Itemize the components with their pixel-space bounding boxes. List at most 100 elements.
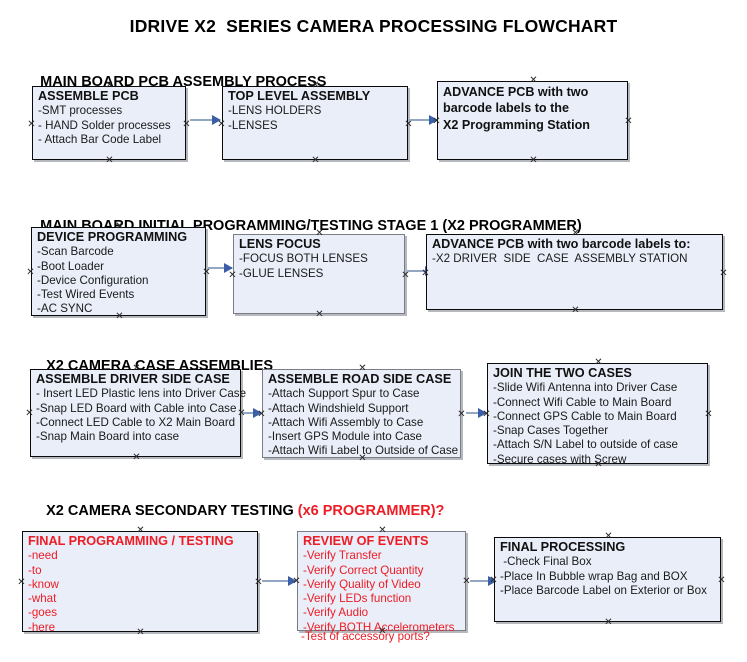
resize-handle-bottom[interactable] [571, 306, 580, 315]
page-title: IDRIVE X2 SERIES CAMERA PROCESSING FLOWC… [129, 16, 618, 36]
node-line: -Device Configuration [37, 273, 149, 287]
section-heading-text: X2 CAMERA SECONDARY TESTING [46, 503, 298, 519]
node-body: ADVANCE PCB with two barcode labels to: … [427, 235, 722, 269]
resize-handle-top[interactable] [315, 229, 324, 238]
resize-handle-top[interactable] [571, 229, 580, 238]
node-body: TOP LEVEL ASSEMBLY -LENS HOLDERS -LENSES [223, 87, 407, 135]
node-line: -Verify Audio [303, 606, 369, 620]
node-title: JOIN THE TWO CASES [493, 366, 632, 380]
resize-handle-top[interactable] [358, 364, 367, 373]
node-body: ASSEMBLE ROAD SIDE CASE -Attach Support … [263, 370, 460, 461]
resize-handle-left[interactable] [489, 576, 498, 585]
resize-handle-top[interactable] [311, 81, 320, 90]
resize-handle-right[interactable] [719, 269, 728, 278]
resize-handle-right[interactable] [624, 117, 633, 126]
node-advance-pcb-driver-side-case[interactable]: ADVANCE PCB with two barcode labels to: … [426, 234, 723, 310]
node-line: -Insert GPS Module into Case [268, 430, 423, 444]
node-line: -here [28, 620, 56, 634]
resize-handle-left[interactable] [432, 117, 441, 126]
node-line: -Connect Wifi Cable to Main Board [493, 395, 672, 409]
resize-handle-left[interactable] [292, 577, 301, 586]
resize-handle-top[interactable] [105, 81, 114, 90]
node-line: -Attach S/N Label to outside of case [493, 438, 678, 452]
resize-handle-bottom[interactable] [311, 156, 320, 165]
resize-handle-bottom[interactable] [105, 156, 114, 165]
node-line: -Snap Main Board into case [36, 430, 180, 444]
node-top-level-assembly[interactable]: TOP LEVEL ASSEMBLY -LENS HOLDERS -LENSES [222, 86, 408, 160]
resize-handle-right[interactable] [404, 120, 413, 129]
resize-handle-bottom[interactable] [132, 453, 141, 462]
node-device-programming[interactable]: DEVICE PROGRAMMING -Scan Barcode -Boot L… [31, 227, 206, 316]
resize-handle-bottom[interactable] [604, 618, 613, 627]
resize-handle-bottom[interactable] [594, 460, 603, 469]
connector-arrow [262, 576, 297, 586]
node-line: -Place Barcode Label on Exterior or Box [500, 583, 707, 597]
resize-handle-left[interactable] [17, 578, 26, 587]
node-line: -LENS HOLDERS [228, 104, 322, 118]
resize-handle-top[interactable] [604, 532, 613, 541]
resize-handle-right[interactable] [704, 410, 713, 419]
node-lens-focus[interactable]: LENS FOCUS -FOCUS BOTH LENSES -GLUE LENS… [233, 234, 405, 314]
node-advance-pcb-programming-station[interactable]: ADVANCE PCB with two barcode labels to t… [437, 81, 628, 160]
node-title: FINAL PROGRAMMING / TESTING [28, 534, 234, 548]
resize-handle-top[interactable] [378, 526, 387, 535]
node-line: -Scan Barcode [37, 245, 114, 259]
node-line: -Test Wired Events [37, 288, 135, 302]
node-assemble-pcb[interactable]: ASSEMBLE PCB -SMT processes - HAND Solde… [32, 86, 186, 160]
node-title: ASSEMBLE ROAD SIDE CASE [268, 372, 452, 386]
node-line: -Attach Wifi Label to Outside of Case [268, 444, 459, 458]
node-title: ASSEMBLE DRIVER SIDE CASE [36, 372, 230, 386]
node-review-of-events[interactable]: REVIEW OF EVENTS -Verify Transfer -Verif… [297, 531, 466, 634]
node-assemble-road-side-case[interactable]: ASSEMBLE ROAD SIDE CASE -Attach Support … [262, 369, 461, 458]
node-line: -need [28, 549, 58, 563]
resize-handle-right[interactable] [717, 576, 726, 585]
node-line: -know [28, 577, 59, 591]
resize-handle-bottom[interactable] [358, 454, 367, 463]
node-final-programming-testing[interactable]: FINAL PROGRAMMING / TESTING -need -to -k… [22, 531, 258, 634]
node-title: ADVANCE PCB with two barcode labels to: [432, 237, 691, 251]
resize-handle-right[interactable] [182, 120, 191, 129]
resize-handle-top[interactable] [132, 364, 141, 373]
node-line: -SMT processes [38, 104, 123, 118]
resize-handle-bottom[interactable] [115, 312, 124, 321]
resize-handle-right[interactable] [202, 268, 211, 277]
node-final-processing[interactable]: FINAL PROCESSING -Check Final Box -Place… [494, 537, 721, 622]
node-line: -Verify BOTH Accelerometers [303, 620, 455, 634]
node-body: FINAL PROCESSING -Check Final Box -Place… [495, 538, 720, 600]
node-join-the-two-cases[interactable]: JOIN THE TWO CASES -Slide Wifi Antenna i… [487, 363, 708, 466]
node-title: FINAL PROCESSING [500, 540, 626, 554]
resize-handle-left[interactable] [228, 271, 237, 280]
node-line: -Connect LED Cable to X2 Main Board [36, 415, 236, 429]
resize-handle-bottom[interactable] [315, 310, 324, 319]
node-line: -Connect GPS Cable to Main Board [493, 409, 677, 423]
resize-handle-bottom[interactable] [136, 628, 145, 637]
node-assemble-driver-side-case[interactable]: ASSEMBLE DRIVER SIDE CASE - Insert LED P… [30, 369, 246, 457]
resize-handle-right[interactable] [457, 410, 466, 419]
resize-handle-left[interactable] [26, 268, 35, 277]
resize-handle-left[interactable] [217, 120, 226, 129]
resize-handle-left[interactable] [27, 120, 36, 129]
resize-handle-top[interactable] [594, 358, 603, 367]
node-line: -FOCUS BOTH LENSES [239, 252, 368, 266]
resize-handle-left[interactable] [482, 410, 491, 419]
resize-handle-left[interactable] [25, 409, 34, 418]
resize-handle-top[interactable] [115, 222, 124, 231]
resize-handle-left[interactable] [421, 269, 430, 278]
resize-handle-right[interactable] [401, 271, 410, 280]
node-title: ASSEMBLE PCB [38, 89, 139, 103]
resize-handle-top[interactable] [136, 526, 145, 535]
section-heading-x2-camera-secondary-testing: X2 CAMERA SECONDARY TESTING (x6 PROGRAMM… [30, 487, 444, 535]
node-line: -GLUE LENSES [239, 266, 324, 280]
node-title: DEVICE PROGRAMMING [37, 230, 188, 244]
node-title: ADVANCE PCB with two barcode labels to t… [443, 85, 590, 132]
resize-handle-left[interactable] [257, 410, 266, 419]
node-title: TOP LEVEL ASSEMBLY [228, 89, 371, 103]
node-line: -LENSES [228, 118, 278, 132]
node-line: -Boot Loader [37, 259, 105, 273]
resize-handle-top[interactable] [529, 76, 538, 85]
connector-arrow [190, 115, 221, 125]
resize-handle-bottom[interactable] [529, 156, 538, 165]
node-body: FINAL PROGRAMMING / TESTING -need -to -k… [23, 532, 257, 637]
node-line: -Place In Bubble wrap Bag and BOX [500, 569, 688, 583]
